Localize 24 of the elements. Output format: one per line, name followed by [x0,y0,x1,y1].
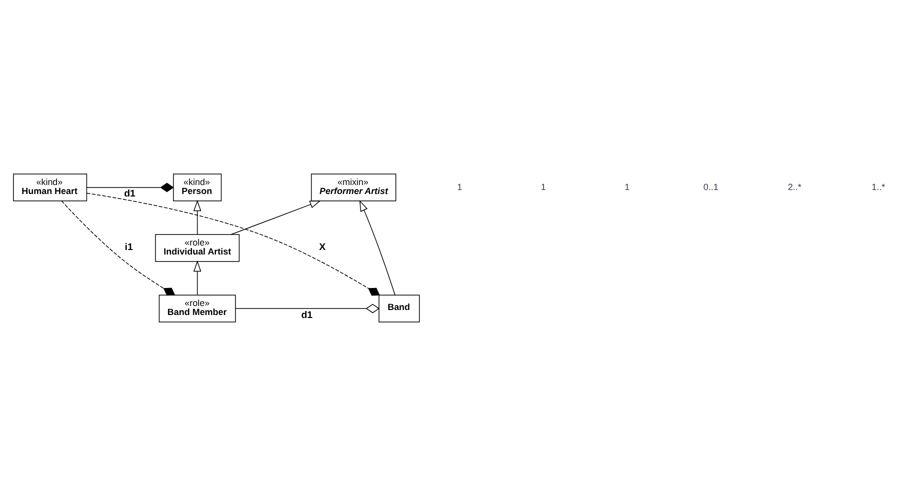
label: 0..1 [703,181,718,192]
node-box: «kind» Human Heart [13,173,88,201]
edge-label: d1 [124,188,136,200]
label: 2..* [788,181,802,192]
arrow [193,260,202,295]
edge-label: d1 [301,309,313,320]
node-box: «kind» Person [173,173,222,201]
connector [86,192,380,296]
label: 1 [457,181,462,192]
arrow [359,200,396,295]
node-box: Band [378,294,420,322]
edge-label: i1 [124,241,133,252]
connector [61,200,176,296]
node-box: «role» Band Member [158,294,236,322]
arrow [230,200,321,234]
arrow [193,199,202,234]
connector [86,182,174,192]
label: 1 [540,181,546,192]
node-box: «role» Individual Artist [155,234,240,262]
label: 1 [624,181,630,192]
label: 1..* [872,181,886,192]
connector [235,303,380,313]
node-box: «mixin» Performer Artist [310,173,396,201]
edge-label: X [319,241,326,252]
